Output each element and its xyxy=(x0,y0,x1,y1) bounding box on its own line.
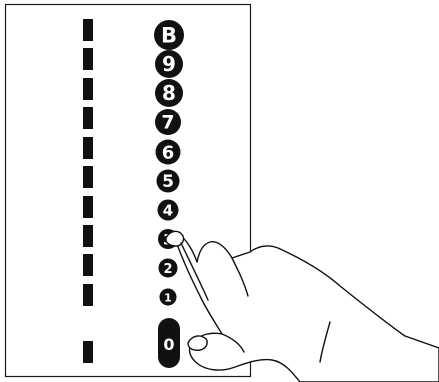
hand-palm-shape xyxy=(177,235,439,382)
floor-button-0[interactable]: 0 xyxy=(158,318,180,368)
floor-button-5[interactable]: 5 xyxy=(157,170,180,193)
indicator-bar xyxy=(83,19,93,41)
floor-button-label: 7 xyxy=(161,112,174,134)
floor-button-label: 1 xyxy=(164,292,172,305)
indicator-bar xyxy=(83,284,93,306)
thumbnail xyxy=(188,336,207,350)
floor-button-label: 9 xyxy=(162,52,176,76)
floor-button-label: 4 xyxy=(163,202,173,220)
floor-button-label: 8 xyxy=(162,81,176,105)
floor-button-b[interactable]: B xyxy=(154,20,184,50)
indicator-bar xyxy=(83,137,93,159)
floor-button-4[interactable]: 4 xyxy=(158,200,179,221)
indicator-bar xyxy=(83,166,93,188)
floor-button-label: B xyxy=(161,24,177,48)
indicator-bar xyxy=(83,48,93,70)
floor-button-1[interactable]: 1 xyxy=(160,289,177,306)
floor-button-8[interactable]: 8 xyxy=(155,79,183,107)
indicator-bar xyxy=(83,254,93,276)
floor-button-9[interactable]: 9 xyxy=(155,50,183,78)
floor-button-label: 0 xyxy=(163,335,174,354)
floor-button-label: 2 xyxy=(163,262,172,277)
indicator-bar xyxy=(83,196,93,218)
floor-button-6[interactable]: 6 xyxy=(156,140,181,165)
floor-button-label: 6 xyxy=(162,143,175,164)
indicator-bar xyxy=(83,107,93,129)
floor-button-label: 5 xyxy=(162,172,174,192)
floor-button-2[interactable]: 2 xyxy=(159,259,178,278)
indicator-bar xyxy=(83,225,93,247)
indicator-bar xyxy=(83,78,93,100)
hand-illustration xyxy=(166,231,439,382)
indicator-bar xyxy=(83,341,93,363)
floor-button-7[interactable]: 7 xyxy=(155,109,181,135)
